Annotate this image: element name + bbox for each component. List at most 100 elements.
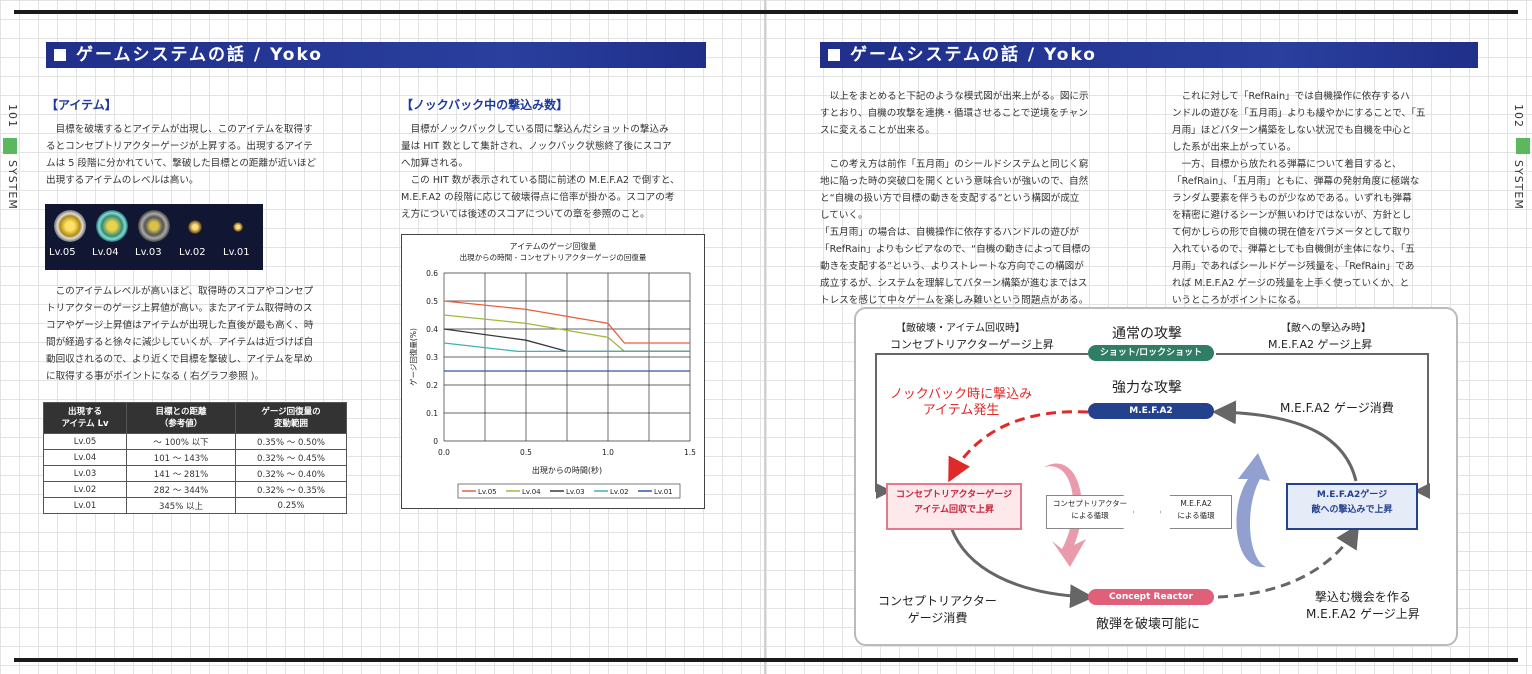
table-cell: 0.32% 〜 0.45% [235,449,347,466]
text-line: これに対して「RefRain」では自機操作に依存するハ [1181,91,1410,102]
system-cycle-diagram: 【敵破壊・アイテム回収時】 コンセプトリアクターゲージ上昇 【敵への撃込み時】 … [854,307,1458,646]
mefa-consume-arrow [1212,400,1358,482]
item-label: Lv.05 [49,247,76,258]
table-cell: 345% 以上 [126,497,236,514]
right-title-band: ゲームシステムの話 / Yoko [820,42,1478,68]
text-line: 「五月雨」の場合は、自機操作に依存するハンドルの遊びが [820,227,1080,238]
knockback-arrow [948,410,1089,483]
text-line: 入れているので、弾幕としても自機側が主体になり、「五 [1172,244,1415,255]
y-tick-label: 0.1 [426,409,438,418]
right-top-sub: M.E.F.A2 ゲージ上昇 [1268,338,1373,351]
text-line [820,139,1135,156]
text-line: 量は HIT 数として集計され、ノックバック状態終了後にスコア [401,141,672,152]
right-band-title: ゲームシステムの話 / Yoko [850,45,1097,65]
y-tick-label: 0.5 [426,297,438,306]
y-tick-label: 0.3 [426,353,438,362]
item-lv02-icon [188,220,202,234]
mefa-cycle-tag: M.E.F.A2 による循環 [1160,495,1232,529]
mefa-swirl-arrow [1236,453,1270,568]
chance-label: 撃込む機会を作る M.E.F.A2 ゲージ上昇 [1306,590,1420,621]
text-line: ンドルの遊びを「五月雨」よりも緩やかにすることで、「五 [1172,108,1426,119]
table-cell: 〜 100% 以下 [126,433,236,450]
table-cell: Lv.05 [43,433,127,450]
table-header: 出現する アイテム Lv [43,402,127,434]
y-tick-label: 0 [433,437,438,446]
text-line: トリアクターのゲージ上昇値が高い。またアイテム取得時のス [46,303,313,314]
chart-subtitle: 出現からの時間 - コンセプトリアクターゲージの回復量 [460,252,647,262]
bottom-border [14,658,1518,662]
text-line: 動回収されるので、より近くで目標を撃破し、アイテムを早め [46,354,313,365]
text-line: 月雨」ほどパターン構築をしない状況でも自機を中心と [1172,125,1412,136]
y-axis-label: ゲージ回復量(%) [408,328,418,386]
text-line: 「RefRain」、「五月雨」ともに、弾幕の発射角度に極端な [1172,176,1420,187]
table-cell: 282 〜 344% [126,481,236,498]
text-line: ムは 5 段階に分かれていて、撃破した目標との距離が近いほど [46,158,317,169]
text-line: 動きを支配する”という、よりストレートな方向でこの構図が [820,261,1084,272]
mefa-pill: M.E.F.A2 [1088,403,1214,419]
x-axis-label: 出現からの時間(秒) [532,465,602,475]
right-column-1: 以上をまとめると下記のような模式図が出来上がる。図に示 すとおり、自機の攻撃を連… [820,88,1135,309]
knockback-paragraph: 目標がノックバックしている間に撃込んだショットの撃込み 量は HIT 数として集… [401,121,711,223]
item-icons-panel: Lv.05 Lv.04 Lv.03 Lv.02 Lv.01 [45,204,263,270]
table-header: ゲージ回復量の 変動範囲 [235,402,347,434]
right-bracket-arrow [1216,353,1430,499]
table-cell: 101 〜 143% [126,449,236,466]
left-side-marker [3,138,17,154]
item-label: Lv.01 [223,247,250,258]
knockback-heading: 【ノックバック中の撃込み数】 [401,98,569,112]
text-line: 月雨」であればシールドゲージ残量を、「RefRain」であ [1172,261,1415,272]
text-line: M.E.F.A2 の段階に応じて破壊得点に倍率が掛かる。スコアの考 [401,192,675,203]
table-cell: Lv.02 [43,481,127,498]
right-page-number: 102 [1512,104,1525,128]
right-side-marker [1516,138,1530,154]
item-label: Lv.04 [92,247,119,258]
right-side-label: SYSTEM [1512,160,1525,210]
text-line: 間が経過すると徐々に減少していくが、アイテムは近づけば自 [46,337,314,348]
legend-label: Lv.04 [522,488,541,496]
legend-label: Lv.05 [478,488,497,496]
legend-label: Lv.02 [610,488,629,496]
shot-pill: ショット/ロックショット [1088,345,1214,361]
left-top-sub: コンセプトリアクターゲージ上昇 [890,338,1054,351]
text-line: に取得する事がポイントになる ( 右グラフ参照 )。 [46,371,265,382]
left-band-title: ゲームシステムの話 / Yoko [76,45,323,65]
item-lv05-icon [54,210,86,242]
text-line: ランダム要素を伴うものが少なめである。いずれも弾幕 [1172,193,1412,204]
text-line: スに変えることが出来る。 [820,125,935,136]
strong-attack-label: 強力な攻撃 [1112,380,1182,396]
left-page-number: 101 [6,104,19,128]
table-cell: Lv.04 [43,449,127,466]
table-header: 目標との距離 （参考値） [126,402,236,434]
cr-consume-arrow [949,526,1094,609]
mefa-gauge-box: M.E.F.A2ゲージ 敵への撃込みで上昇 [1286,483,1418,530]
legend-label: Lv.03 [566,488,585,496]
table-cell: Lv.03 [43,465,127,482]
text-line: 地に陥った時の突破口を開くという意味合いが強いので、自然 [820,176,1089,187]
square-icon [54,49,66,61]
normal-attack-label: 通常の攻撃 [1112,326,1182,342]
items-heading: 【アイテム】 [46,98,117,112]
item-label: Lv.02 [179,247,206,258]
item-lv04-icon [96,210,128,242]
table-cell: 0.25% [235,497,347,514]
top-border [14,10,1518,14]
item-lv03-icon [138,210,170,242]
item-lv01-icon [233,222,243,232]
mefa-consume-label: M.E.F.A2 ゲージ消費 [1280,401,1394,415]
items-paragraph-2: このアイテムレベルが高いほど、取得時のスコアやコンセプ トリアクターのゲージ上昇… [46,283,356,385]
square-icon [828,49,840,61]
concept-reactor-pill: Concept Reactor [1088,589,1214,605]
left-title-band: ゲームシステムの話 / Yoko [46,42,706,68]
cr-gauge-box: コンセプトリアクターゲージ アイテム回収で上昇 [886,483,1022,530]
right-column-2: これに対して「RefRain」では自機操作に依存するハ ンドルの遊びを「五月雨」… [1172,88,1472,309]
x-tick-label: 1.5 [684,448,696,457]
table-cell: 0.35% 〜 0.50% [235,433,347,450]
cr-swirl-arrow [1044,463,1086,567]
table-cell: 141 〜 281% [126,465,236,482]
